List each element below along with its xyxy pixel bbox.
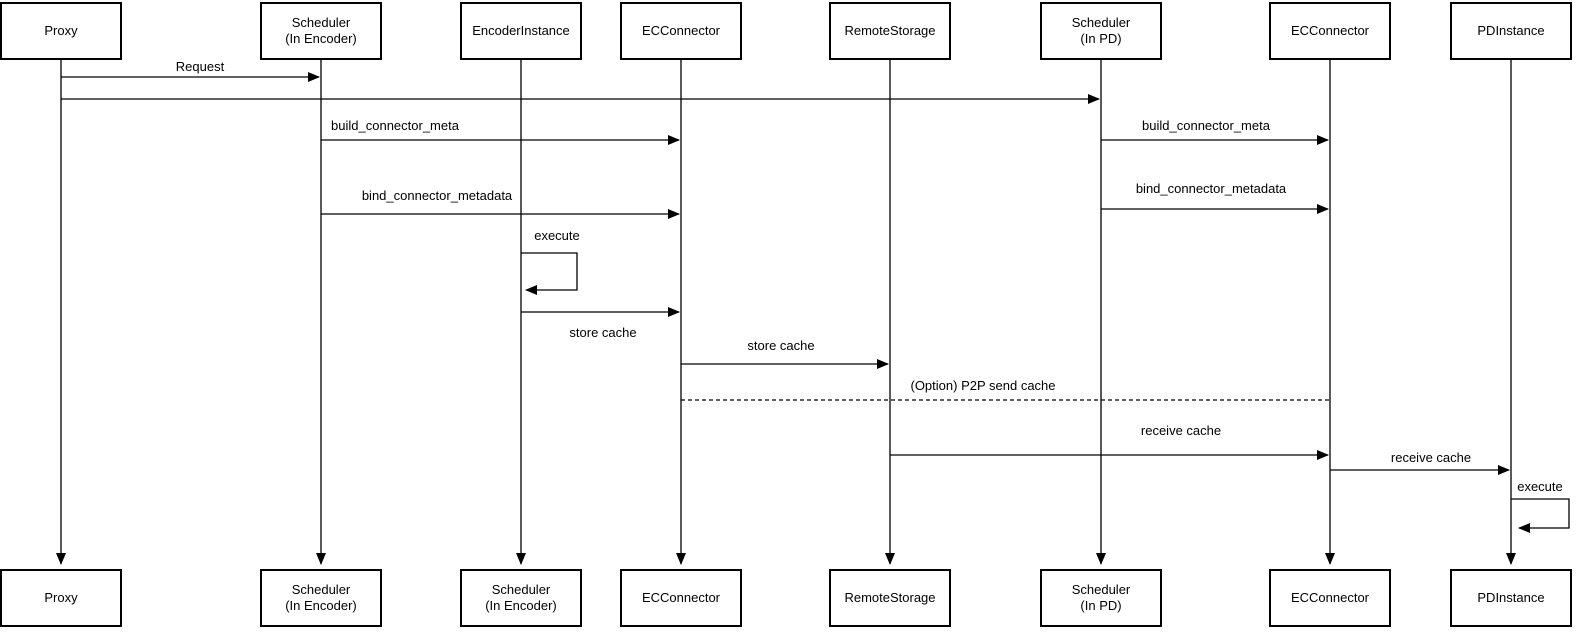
participant-top-scheduler-in-pd: Scheduler(In PD)	[1040, 2, 1162, 60]
participant-bottom-scheduler-in-pd: Scheduler(In PD)	[1040, 569, 1162, 627]
participant-top-remote-storage: RemoteStorage	[829, 2, 951, 60]
participant-bottom-remote-storage: RemoteStorage	[829, 569, 951, 627]
participant-top-scheduler-in-encoder: Scheduler(In Encoder)	[260, 2, 382, 60]
self-loop-execute-encoder-instance	[521, 252, 578, 295]
message-label-execute-pd-instance: execute	[1517, 479, 1563, 494]
participant-top-proxy: Proxy	[0, 2, 122, 60]
message-label-receive-cache-ec-connector: receive cache	[1140, 423, 1222, 438]
message-label-receive-cache-pd-instance: receive cache	[1390, 450, 1472, 465]
participant-top-ec-connector-pd: ECConnector	[1269, 2, 1391, 60]
participant-top-ec-connector-encoder: ECConnector	[620, 2, 742, 60]
participant-bottom-ec-connector-pd: ECConnector	[1269, 569, 1391, 627]
message-label-store-cache-remote-storage: store cache	[747, 338, 815, 353]
participant-bottom-encoder-instance: Scheduler(In Encoder)	[460, 569, 582, 627]
participant-bottom-ec-connector-encoder: ECConnector	[620, 569, 742, 627]
message-label-p2p-send-cache: (Option) P2P send cache	[910, 378, 1056, 393]
message-label-build-connector-meta-pd: build_connector_meta	[1142, 118, 1270, 133]
participant-bottom-proxy: Proxy	[0, 569, 122, 627]
participant-bottom-pd-instance: PDInstance	[1450, 569, 1572, 627]
participant-top-encoder-instance: EncoderInstance	[460, 2, 582, 60]
message-label-bind-connector-metadata-pd: bind_connector_metadata	[1135, 181, 1287, 196]
message-label-store-cache-encoder: store cache	[569, 325, 637, 340]
participant-top-pd-instance: PDInstance	[1450, 2, 1572, 60]
message-label-request: Request	[175, 59, 225, 74]
participant-bottom-scheduler-in-encoder: Scheduler(In Encoder)	[260, 569, 382, 627]
self-loop-execute-pd-instance	[1511, 498, 1570, 533]
message-label-bind-connector-metadata-encoder: bind_connector_metadata	[361, 188, 513, 203]
message-label-execute-encoder-instance: execute	[534, 228, 580, 243]
message-label-build-connector-meta-encoder: build_connector_meta	[331, 118, 459, 133]
